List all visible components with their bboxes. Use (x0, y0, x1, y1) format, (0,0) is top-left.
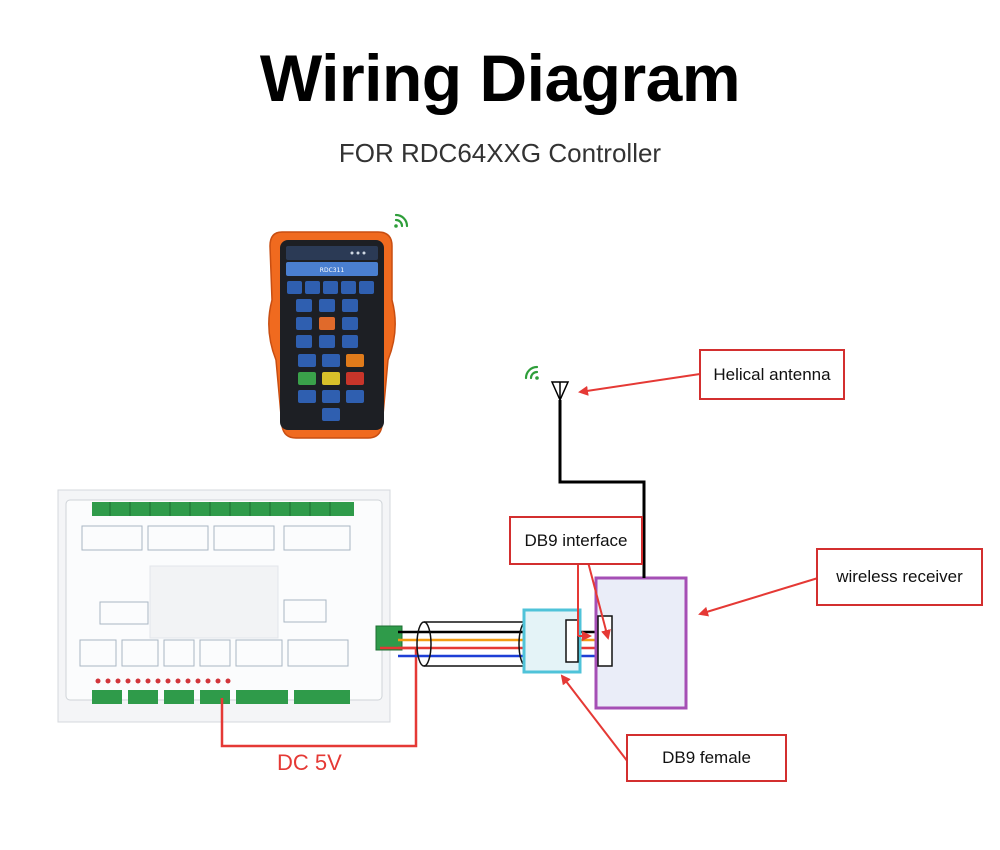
arrow-db9-female (560, 674, 629, 763)
wireless-remote: RDC311 (268, 231, 396, 439)
label-helical-antenna: Helical antenna (699, 349, 845, 400)
arrow-db9-interface-right (587, 561, 611, 640)
label-wireless-receiver: wireless receiver (816, 548, 983, 606)
label-db9-interface: DB9 interface (509, 516, 643, 565)
remote-model-label: RDC311 (320, 267, 345, 274)
db9-female-connector (565, 619, 579, 663)
board-led-row (95, 678, 231, 684)
antenna-signal-icon (524, 365, 539, 380)
remote-signal-icon (394, 213, 409, 228)
arrow-wireless-receiver (698, 577, 819, 617)
page-title: Wiring Diagram (259, 41, 741, 115)
remote-keypad (287, 281, 374, 421)
label-db9-female: DB9 female (626, 734, 787, 782)
controller-board (57, 489, 403, 723)
helical-antenna (550, 381, 646, 578)
db9-interface-connector (597, 615, 613, 667)
label-dc-5v: DC 5V (277, 750, 342, 775)
arrow-helical-antenna (578, 373, 701, 396)
page-subtitle: FOR RDC64XXG Controller (338, 138, 662, 168)
